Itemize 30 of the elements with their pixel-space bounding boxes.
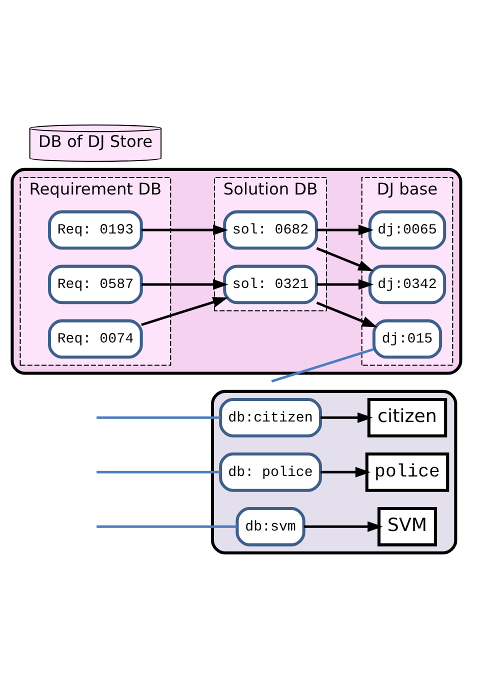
arrow: [320, 466, 371, 477]
connector: [96, 524, 238, 528]
node-box: db:svm: [236, 506, 306, 546]
node-box: sol: 0321: [223, 264, 318, 304]
node-box: dj:015: [372, 318, 442, 358]
arrow: [141, 278, 228, 290]
arrow: [316, 301, 378, 327]
arrow: [141, 296, 228, 326]
connector: [96, 416, 220, 418]
cluster: [210, 389, 458, 554]
node-box: dj:0342: [368, 264, 446, 304]
node-box: dj:0065: [368, 210, 446, 250]
connector: [96, 470, 220, 473]
node-box: sol: 0682: [223, 210, 318, 250]
arrow: [304, 520, 383, 532]
node-box: db: police: [219, 452, 322, 492]
connector: [271, 347, 374, 382]
node-box: Req: 0193: [48, 210, 143, 250]
node-box: police: [365, 452, 450, 492]
cluster: [10, 167, 462, 374]
arrow: [316, 224, 374, 235]
node-box: db:citizen: [219, 398, 322, 437]
arrow: [320, 412, 373, 422]
node-box: SVM: [377, 506, 438, 546]
node-box: Req: 0587: [48, 264, 143, 304]
node-box: Req: 0074: [48, 318, 143, 358]
node-box: citizen: [367, 398, 448, 437]
arrow: [316, 278, 374, 290]
arrow: [316, 246, 374, 271]
arrow: [141, 224, 228, 235]
